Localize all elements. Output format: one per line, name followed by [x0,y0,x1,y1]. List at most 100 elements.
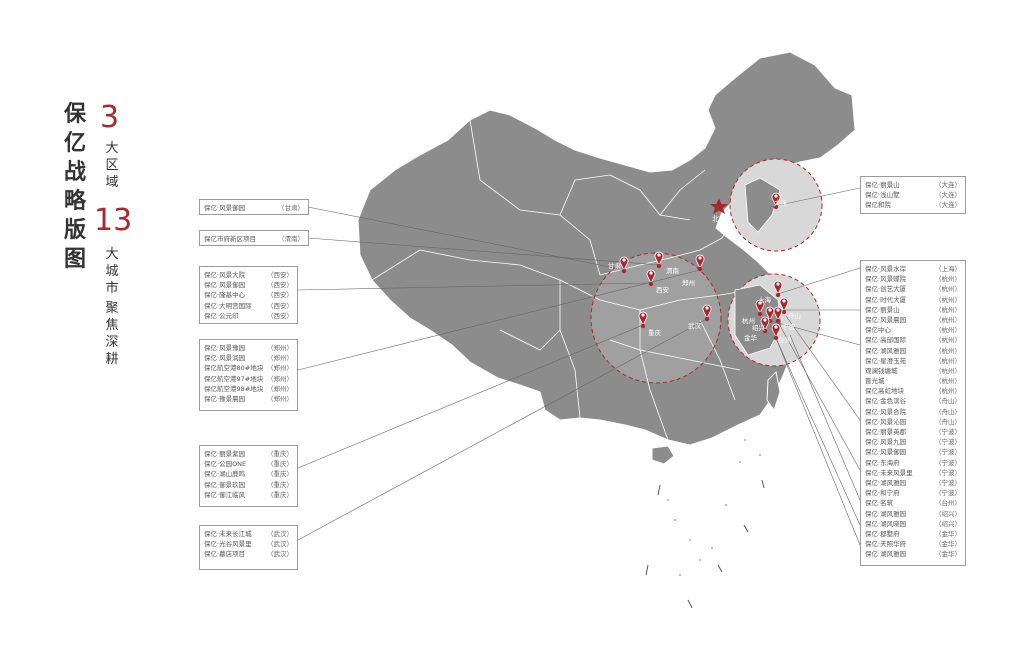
project-name: 保亿·风景蝶院 [865,275,907,284]
project-box-east-china: 保亿·风景水岸（上海）保亿·风景蝶院（杭州）保亿·创艺大厦（杭州）保亿·时代大厦… [860,260,966,566]
title-char: 战 [63,160,86,185]
city-label-jinhua: 金华 [744,333,758,342]
project-city: （西安） [267,281,293,290]
label-char: 大 [105,141,119,156]
map-pin-ningbo [773,306,783,321]
project-row: 保亿·高邸国际（杭州） [865,335,961,345]
project-city: （宁波） [935,489,961,498]
project-row: 保亿·光谷风景里 （武汉） [204,539,293,549]
project-city: （舟山） [935,417,961,426]
region-circle-west [590,252,722,384]
map-pin-hangzhou [755,299,765,314]
label-char: 聚 [105,301,119,316]
sea-islands [667,439,761,576]
beijing-star-icon [710,198,728,214]
project-city: （杭州） [935,295,961,304]
project-city: （杭州） [935,356,961,365]
project-row: 保亿·公元印（西安） [204,311,293,321]
project-row: 保亿·湖风雅园（宁波） [865,478,961,488]
label-char: 区 [105,158,119,173]
city-label-zhoushan: 舟山 [788,311,801,320]
project-city: （宁波） [935,478,961,487]
project-city: （上海） [935,265,961,273]
title-char: 保 [63,102,86,127]
project-row: 保亿·郡墅府（金华） [865,529,961,539]
map-pin-weinan [654,251,664,266]
project-row: 保亿航空港80#地块（郑州） [204,363,293,373]
project-name: 保亿·公园ONE [204,460,247,469]
project-city: （大连） [935,181,961,189]
project-name: 保亿·名筑 [865,499,894,508]
map-pin-base [773,204,779,210]
project-row: 保亿·丽景紫园（重庆） [204,449,293,459]
map-pin-zhengzhou [695,254,705,269]
project-name: 保亿航空港97#地块 [204,374,264,383]
city-label-dalian: 大连 [774,198,788,207]
project-box-xian: 保亿·风景大院（西安）保亿·风景御园（西安）保亿·隆基中心（西安）保亿·大明宫国… [199,266,298,324]
project-name: 保亿·风景御园 [204,204,246,212]
project-name: 保亿·郡墅府 [865,529,900,538]
project-row: 保亿·湖风雅园（金华） [865,549,961,559]
taiwan-island [766,370,781,412]
project-city: （重庆） [267,460,293,469]
map-pin-shanghai [773,280,783,295]
map-pin-taizhou [771,323,781,338]
city-labels: 甘肃 渭南 西安 郑州 重庆 武汉 大连 上海 舟山 杭州 绍兴 宁波 金华 台… [608,198,801,344]
city-count-label-a: 大城市 [104,246,120,297]
project-name: 保亿·丽景山 [865,181,900,189]
project-name: 保亿·丽景山 [865,305,900,314]
project-name: 保亿市府新区项目 [204,235,256,243]
project-box-gansu: 保亿·风景御园 （甘肃） [199,199,309,215]
city-label-hangzhou: 杭州 [742,316,755,325]
project-name: 晋光城 [865,377,885,386]
map-pin-base [697,266,703,272]
project-city: （甘肃） [278,204,304,212]
project-name: 保亿·湖风晓园 [865,519,907,528]
project-city: （郑州） [267,354,293,363]
city-label-weinan: 渭南 [666,266,680,275]
project-city: （杭州） [935,366,961,375]
project-name: 保亿·豫景晨园 [204,394,246,403]
project-box-chongqing: 保亿·丽景紫园（重庆）保亿·公园ONE（重庆）保亿·湖山鹿鸣（重庆）保亿·御景玖… [199,445,298,507]
project-city: （武汉） [267,530,293,538]
project-name: 保亿·风景晨园 [865,315,907,324]
project-row: 保亿·风景合院（舟山） [865,407,961,417]
project-city: （杭州） [935,387,961,396]
project-row: 保亿·风景大院（西安） [204,270,293,280]
project-city: （宁波） [935,458,961,467]
project-city: （武汉） [267,540,293,549]
title-char: 图 [63,247,86,272]
project-name: 保亿·光谷风景里 [204,540,252,549]
project-row: 保亿·和宁府（宁波） [865,488,961,498]
project-city: （重庆） [267,450,293,458]
city-label-shanghai: 上海 [758,295,772,304]
map-pin-base [757,311,763,317]
map-pin-base [640,323,646,329]
region-count: 3 [100,100,120,135]
project-city: （金华） [935,540,961,549]
project-city: （大连） [935,191,961,200]
label-char: 深 [105,335,119,350]
project-city: （渭南） [278,235,304,243]
project-row: 保亿·湖风晓园（绍兴） [865,519,961,529]
project-name: 保亿·湖山鹿鸣 [204,470,246,479]
project-city: （宁波） [935,468,961,477]
beijing-label: 北京 [712,214,726,223]
label-char: 城 [105,264,119,279]
project-row: 保亿航空港98#地块（郑州） [204,384,293,394]
project-name: 保亿·浅山墅 [865,191,900,200]
city-count: 13 [94,203,133,238]
map-pin-base [775,318,781,324]
project-row: 保亿·湖风雅园（杭州） [865,346,961,356]
map-pin-base [781,309,787,315]
project-row: 保亿·未来长江城（武汉） [204,529,293,539]
project-row: 保亿和院（大连） [865,200,961,210]
project-row: 保亿·金色滨谷（舟山） [865,396,961,406]
liaodong-peninsula [744,177,781,233]
project-row: 保亿·丽景英郡（宁波） [865,427,961,437]
label-char: 焦 [105,318,119,333]
project-row: 保亿·豫景晨园（郑州） [204,394,293,404]
project-name: 保亿·湖风雅园 [865,550,907,559]
map-pin-dot [641,313,645,317]
